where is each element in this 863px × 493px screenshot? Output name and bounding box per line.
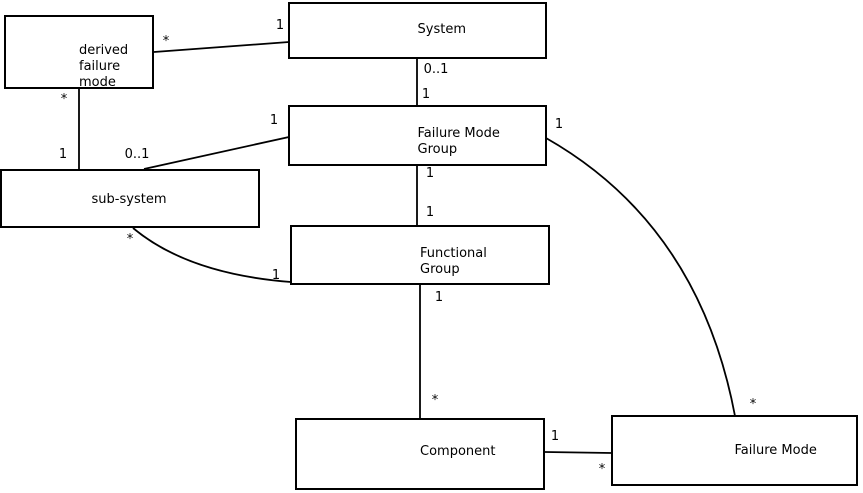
multiplicity-derived-failure-mode-system-near-dfm: * xyxy=(162,34,170,49)
connector-sub-system-functional-group xyxy=(132,227,292,283)
entity-label-sub-system: sub-system xyxy=(91,192,167,207)
multiplicity-fg-component-near-component: * xyxy=(431,393,439,408)
entity-box-derived-failure-mode[interactable]: derived failure mode xyxy=(4,15,154,90)
multiplicity-sub-system-fmg-near-sub-system: 0..1 xyxy=(124,147,150,162)
multiplicity-fmg-functional-group-near-fmg: 1 xyxy=(425,166,435,181)
multiplicity-sub-system-fg-near-fg: 1 xyxy=(271,268,281,283)
multiplicity-dfm-sub-system-near-sub-system: 1 xyxy=(58,147,68,162)
entity-box-component[interactable]: Component xyxy=(295,418,545,490)
entity-box-sub-system[interactable]: sub-system xyxy=(0,169,260,228)
multiplicity-sub-system-fmg-near-fmg: 1 xyxy=(269,113,279,128)
connector-sub-system-failure-mode-group xyxy=(143,136,290,170)
multiplicity-sub-system-fg-near-sub-system: * xyxy=(126,232,134,247)
multiplicity-component-fm-near-fm: * xyxy=(598,462,606,477)
entity-label-derived-failure-mode: derived failure mode xyxy=(79,43,129,90)
multiplicity-fmg-failure-mode-near-fmg: 1 xyxy=(554,117,564,132)
multiplicity-system-fmg-near-fmg: 1 xyxy=(421,87,431,102)
entity-label-failure-mode: Failure Mode xyxy=(734,443,817,458)
multiplicity-fmg-functional-group-near-fg: 1 xyxy=(425,205,435,220)
multiplicity-derived-failure-mode-system-near-system: 1 xyxy=(275,18,285,33)
entity-label-failure-mode-group: Failure Mode Group xyxy=(417,126,500,157)
entity-box-system[interactable]: System xyxy=(288,2,547,59)
entity-label-system: System xyxy=(417,22,466,37)
multiplicity-system-fmg-near-system: 0..1 xyxy=(423,62,449,77)
entity-label-functional-group: Functional Group xyxy=(420,246,487,277)
multiplicity-dfm-sub-system-near-dfm: * xyxy=(60,92,68,107)
entity-box-failure-mode[interactable]: Failure Mode xyxy=(611,415,858,486)
multiplicity-fmg-failure-mode-near-fm: * xyxy=(749,397,757,412)
entity-box-failure-mode-group[interactable]: Failure Mode Group xyxy=(288,105,547,166)
entity-label-component: Component xyxy=(420,444,496,459)
connector-derived-failure-mode-system xyxy=(153,41,290,53)
entity-box-functional-group[interactable]: Functional Group xyxy=(290,225,550,285)
multiplicity-component-fm-near-component: 1 xyxy=(550,429,560,444)
connector-component-failure-mode xyxy=(544,451,613,454)
connector-failure-mode-group-failure-mode xyxy=(545,137,736,417)
multiplicity-fg-component-near-fg: 1 xyxy=(434,290,444,305)
